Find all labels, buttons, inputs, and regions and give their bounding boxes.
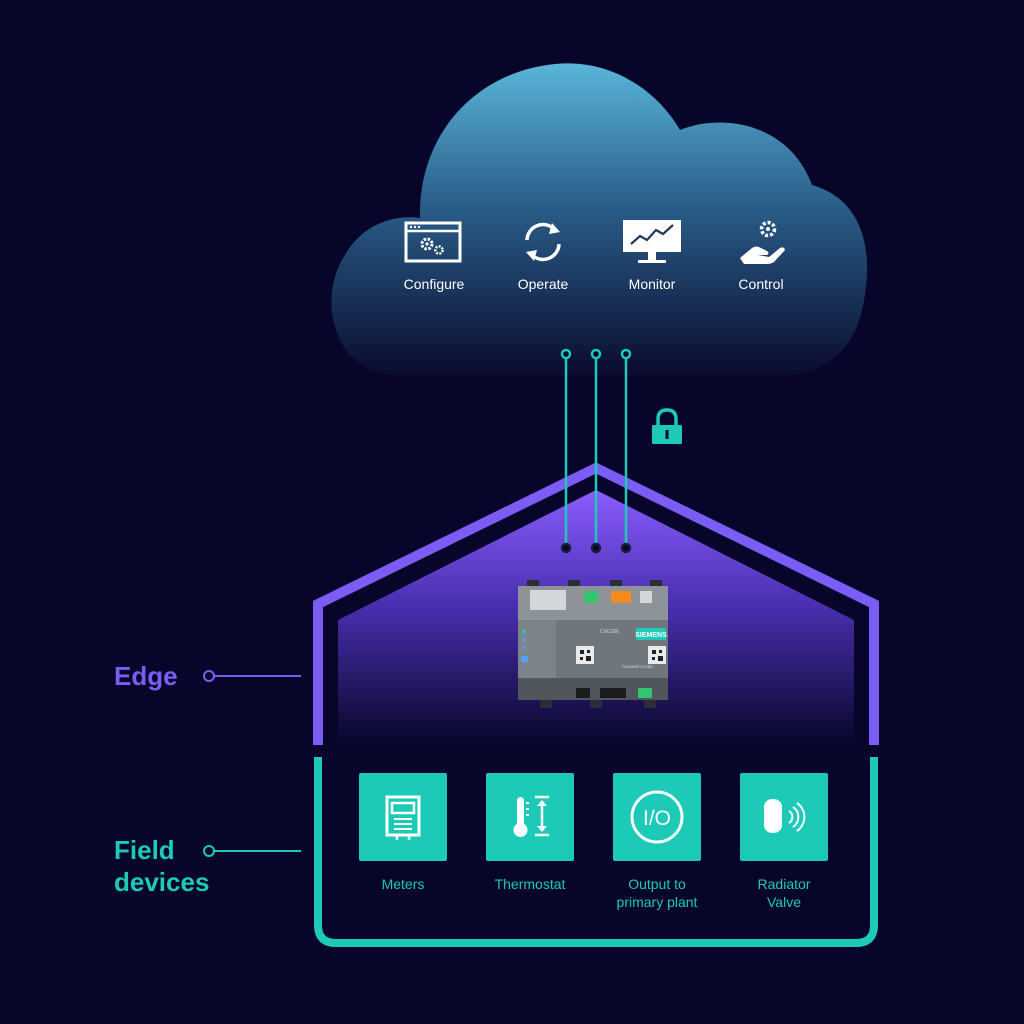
svg-text:SIEMENS: SIEMENS	[635, 632, 667, 639]
cloud-item-configure: Configure	[379, 218, 489, 292]
thermostat-icon	[513, 795, 549, 837]
field-device-label: Output to primary plant	[616, 876, 698, 910]
cloud-item-monitor: Monitor	[597, 218, 707, 292]
field-devices-label: Field devices	[114, 835, 210, 897]
hand-gear-icon	[740, 220, 785, 264]
radiator-valve-icon	[764, 799, 806, 833]
cloud-item-label: Operate	[517, 276, 569, 292]
svg-text:Actuation Code: Actuation Code	[622, 664, 653, 669]
field-devices-outline	[314, 757, 878, 947]
meter-icon	[385, 795, 421, 840]
cloud-item-label: Configure	[403, 276, 465, 292]
connection-endpoints-bottom	[560, 542, 632, 554]
field-leader	[203, 845, 301, 857]
field-device-label: Radiator Valve	[757, 876, 811, 910]
edge-controller-device: SIEMENS CXG300 Actuation Code	[518, 580, 668, 708]
connection-lines	[564, 356, 628, 548]
field-device-label: Thermostat	[494, 876, 566, 892]
refresh-icon	[525, 222, 561, 262]
field-device-output: I/O Output to primary plant	[597, 773, 717, 911]
monitor-chart-icon	[623, 220, 681, 263]
edge-label: Edge	[114, 661, 178, 691]
field-device-radiator-valve: Radiator Valve	[724, 773, 844, 911]
io-icon: I/O	[630, 790, 684, 844]
svg-text:CXG300: CXG300	[600, 629, 619, 635]
svg-text:I/O: I/O	[643, 807, 671, 830]
cloud-item-operate: Operate	[488, 218, 598, 292]
lock-icon	[652, 408, 682, 444]
cloud-item-control: Control	[706, 218, 816, 292]
cloud-item-label: Control	[738, 276, 784, 292]
field-device-label: Meters	[381, 876, 425, 892]
cloud-shape	[331, 63, 868, 376]
edge-leader	[203, 670, 301, 682]
connection-endpoints-top	[560, 348, 632, 360]
cloud-item-label: Monitor	[628, 276, 676, 292]
field-device-thermostat: Thermostat	[470, 773, 590, 893]
field-device-meters: Meters	[343, 773, 463, 893]
settings-window-icon	[404, 221, 462, 263]
